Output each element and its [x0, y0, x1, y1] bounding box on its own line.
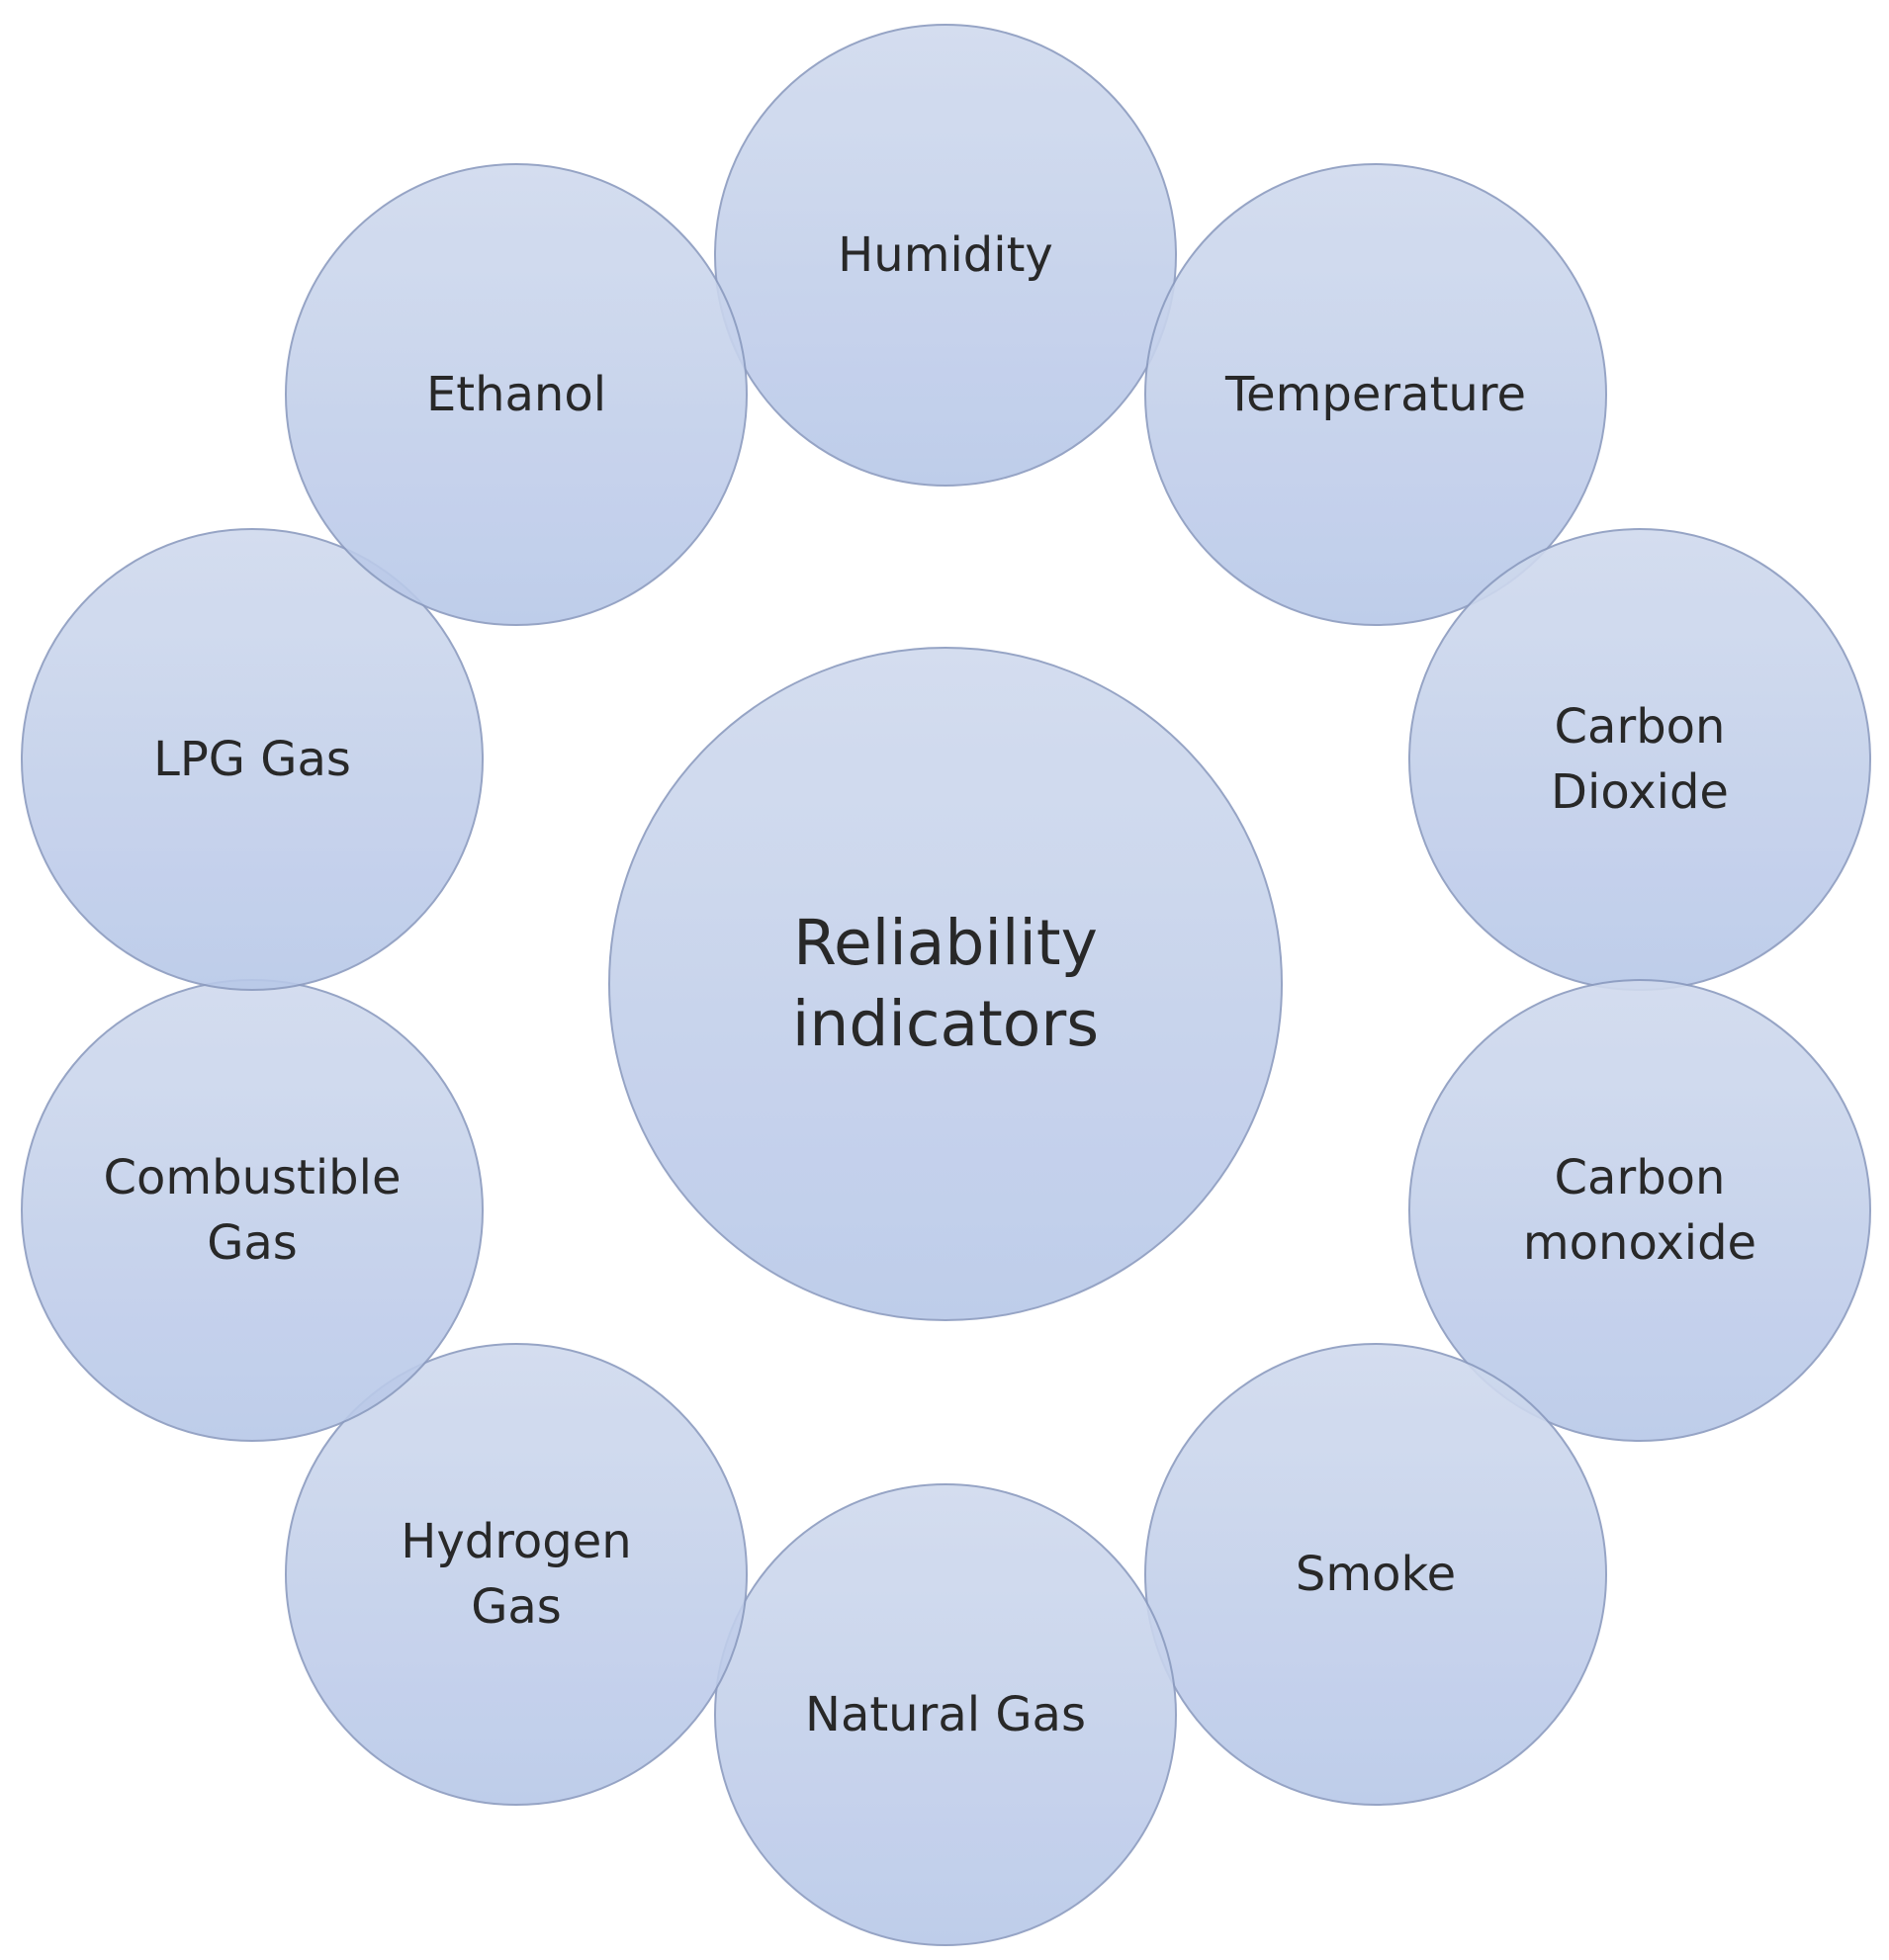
center-circle-reliability-indicators: Reliability indicators — [608, 647, 1283, 1321]
indicator-circle-combustible-gas: Combustible Gas — [21, 979, 484, 1442]
indicator-circle-carbon-dioxide: Carbon Dioxide — [1408, 528, 1871, 991]
indicator-circle-temperature: Temperature — [1144, 163, 1607, 626]
indicator-label: Humidity — [838, 227, 1053, 283]
indicator-label: Combustible Gas — [103, 1150, 402, 1271]
indicator-label: Carbon monoxide — [1522, 1150, 1757, 1271]
indicator-circle-lpg-gas: LPG Gas — [21, 528, 484, 991]
center-label: Reliability indicators — [791, 907, 1100, 1060]
indicator-circle-ethanol: Ethanol — [285, 163, 748, 626]
indicator-circle-smoke: Smoke — [1144, 1343, 1607, 1806]
indicator-label: LPG Gas — [153, 732, 351, 787]
indicator-label: Ethanol — [425, 367, 607, 422]
indicator-label: Hydrogen Gas — [401, 1514, 632, 1635]
indicator-circle-hydrogen-gas: Hydrogen Gas — [285, 1343, 748, 1806]
indicator-circle-carbon-monoxide: Carbon monoxide — [1408, 979, 1871, 1442]
indicator-label: Carbon Dioxide — [1551, 699, 1729, 820]
indicator-label: Smoke — [1295, 1547, 1457, 1602]
indicator-circle-humidity: Humidity — [714, 24, 1177, 487]
indicator-label: Natural Gas — [805, 1687, 1086, 1742]
indicator-circle-natural-gas: Natural Gas — [714, 1483, 1177, 1946]
indicator-label: Temperature — [1224, 367, 1527, 422]
